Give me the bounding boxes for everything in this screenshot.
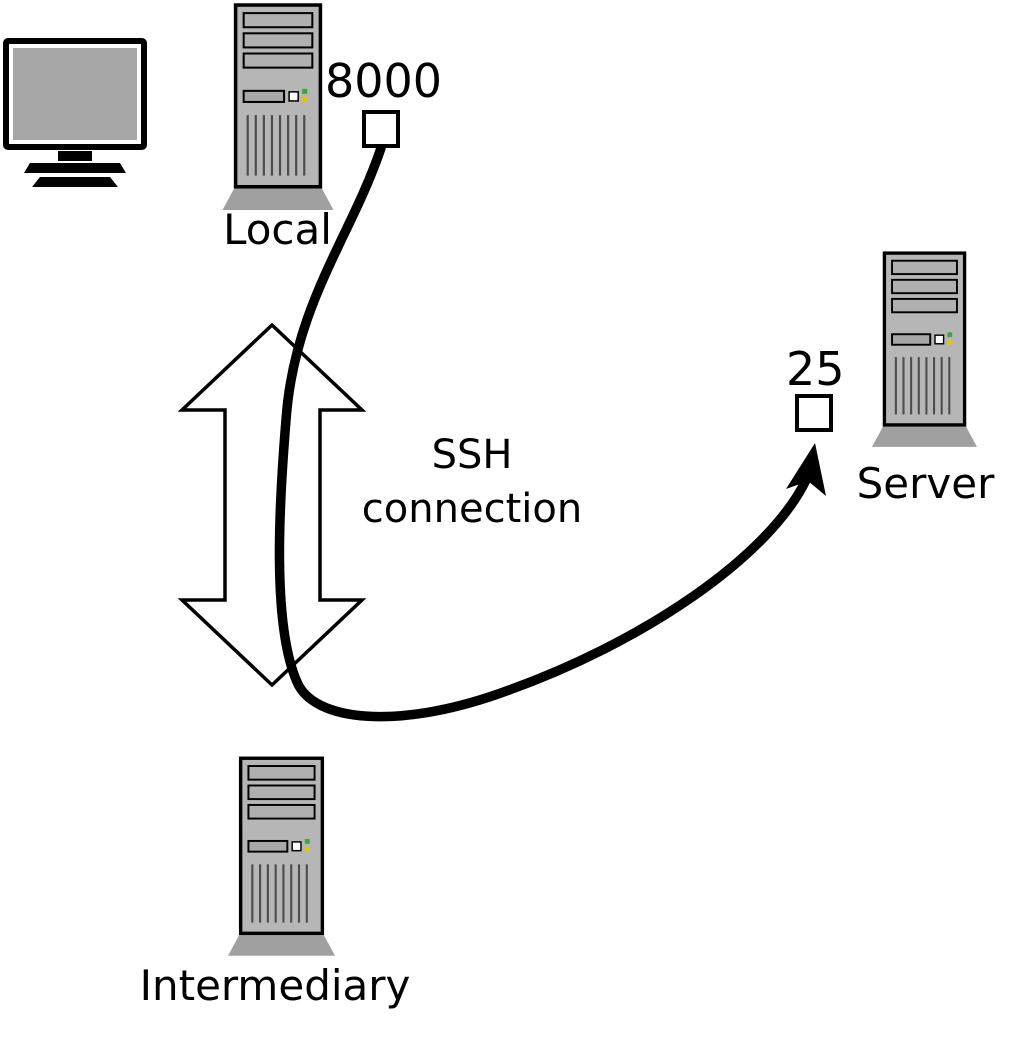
monitor-icon	[3, 38, 147, 187]
monitor-stand-neck	[58, 151, 92, 161]
monitor-stand-base	[32, 177, 118, 187]
intermediary-label: Intermediary	[139, 961, 411, 1010]
port-25-box	[795, 394, 833, 432]
local-label: Local	[223, 205, 332, 254]
port-8000-box	[362, 110, 400, 148]
tunnel-cable-path	[274, 143, 811, 722]
server-label: Server	[856, 459, 995, 508]
port-8000-label: 8000	[325, 54, 443, 108]
port-25-label: 25	[786, 342, 845, 396]
ssh-connection-label: SSH connection	[361, 432, 583, 532]
ssh-bidirectional-arrow	[177, 322, 367, 688]
tunnel-arrowhead	[786, 443, 826, 496]
monitor-stand-bar	[24, 163, 126, 173]
monitor-screen	[13, 48, 137, 140]
